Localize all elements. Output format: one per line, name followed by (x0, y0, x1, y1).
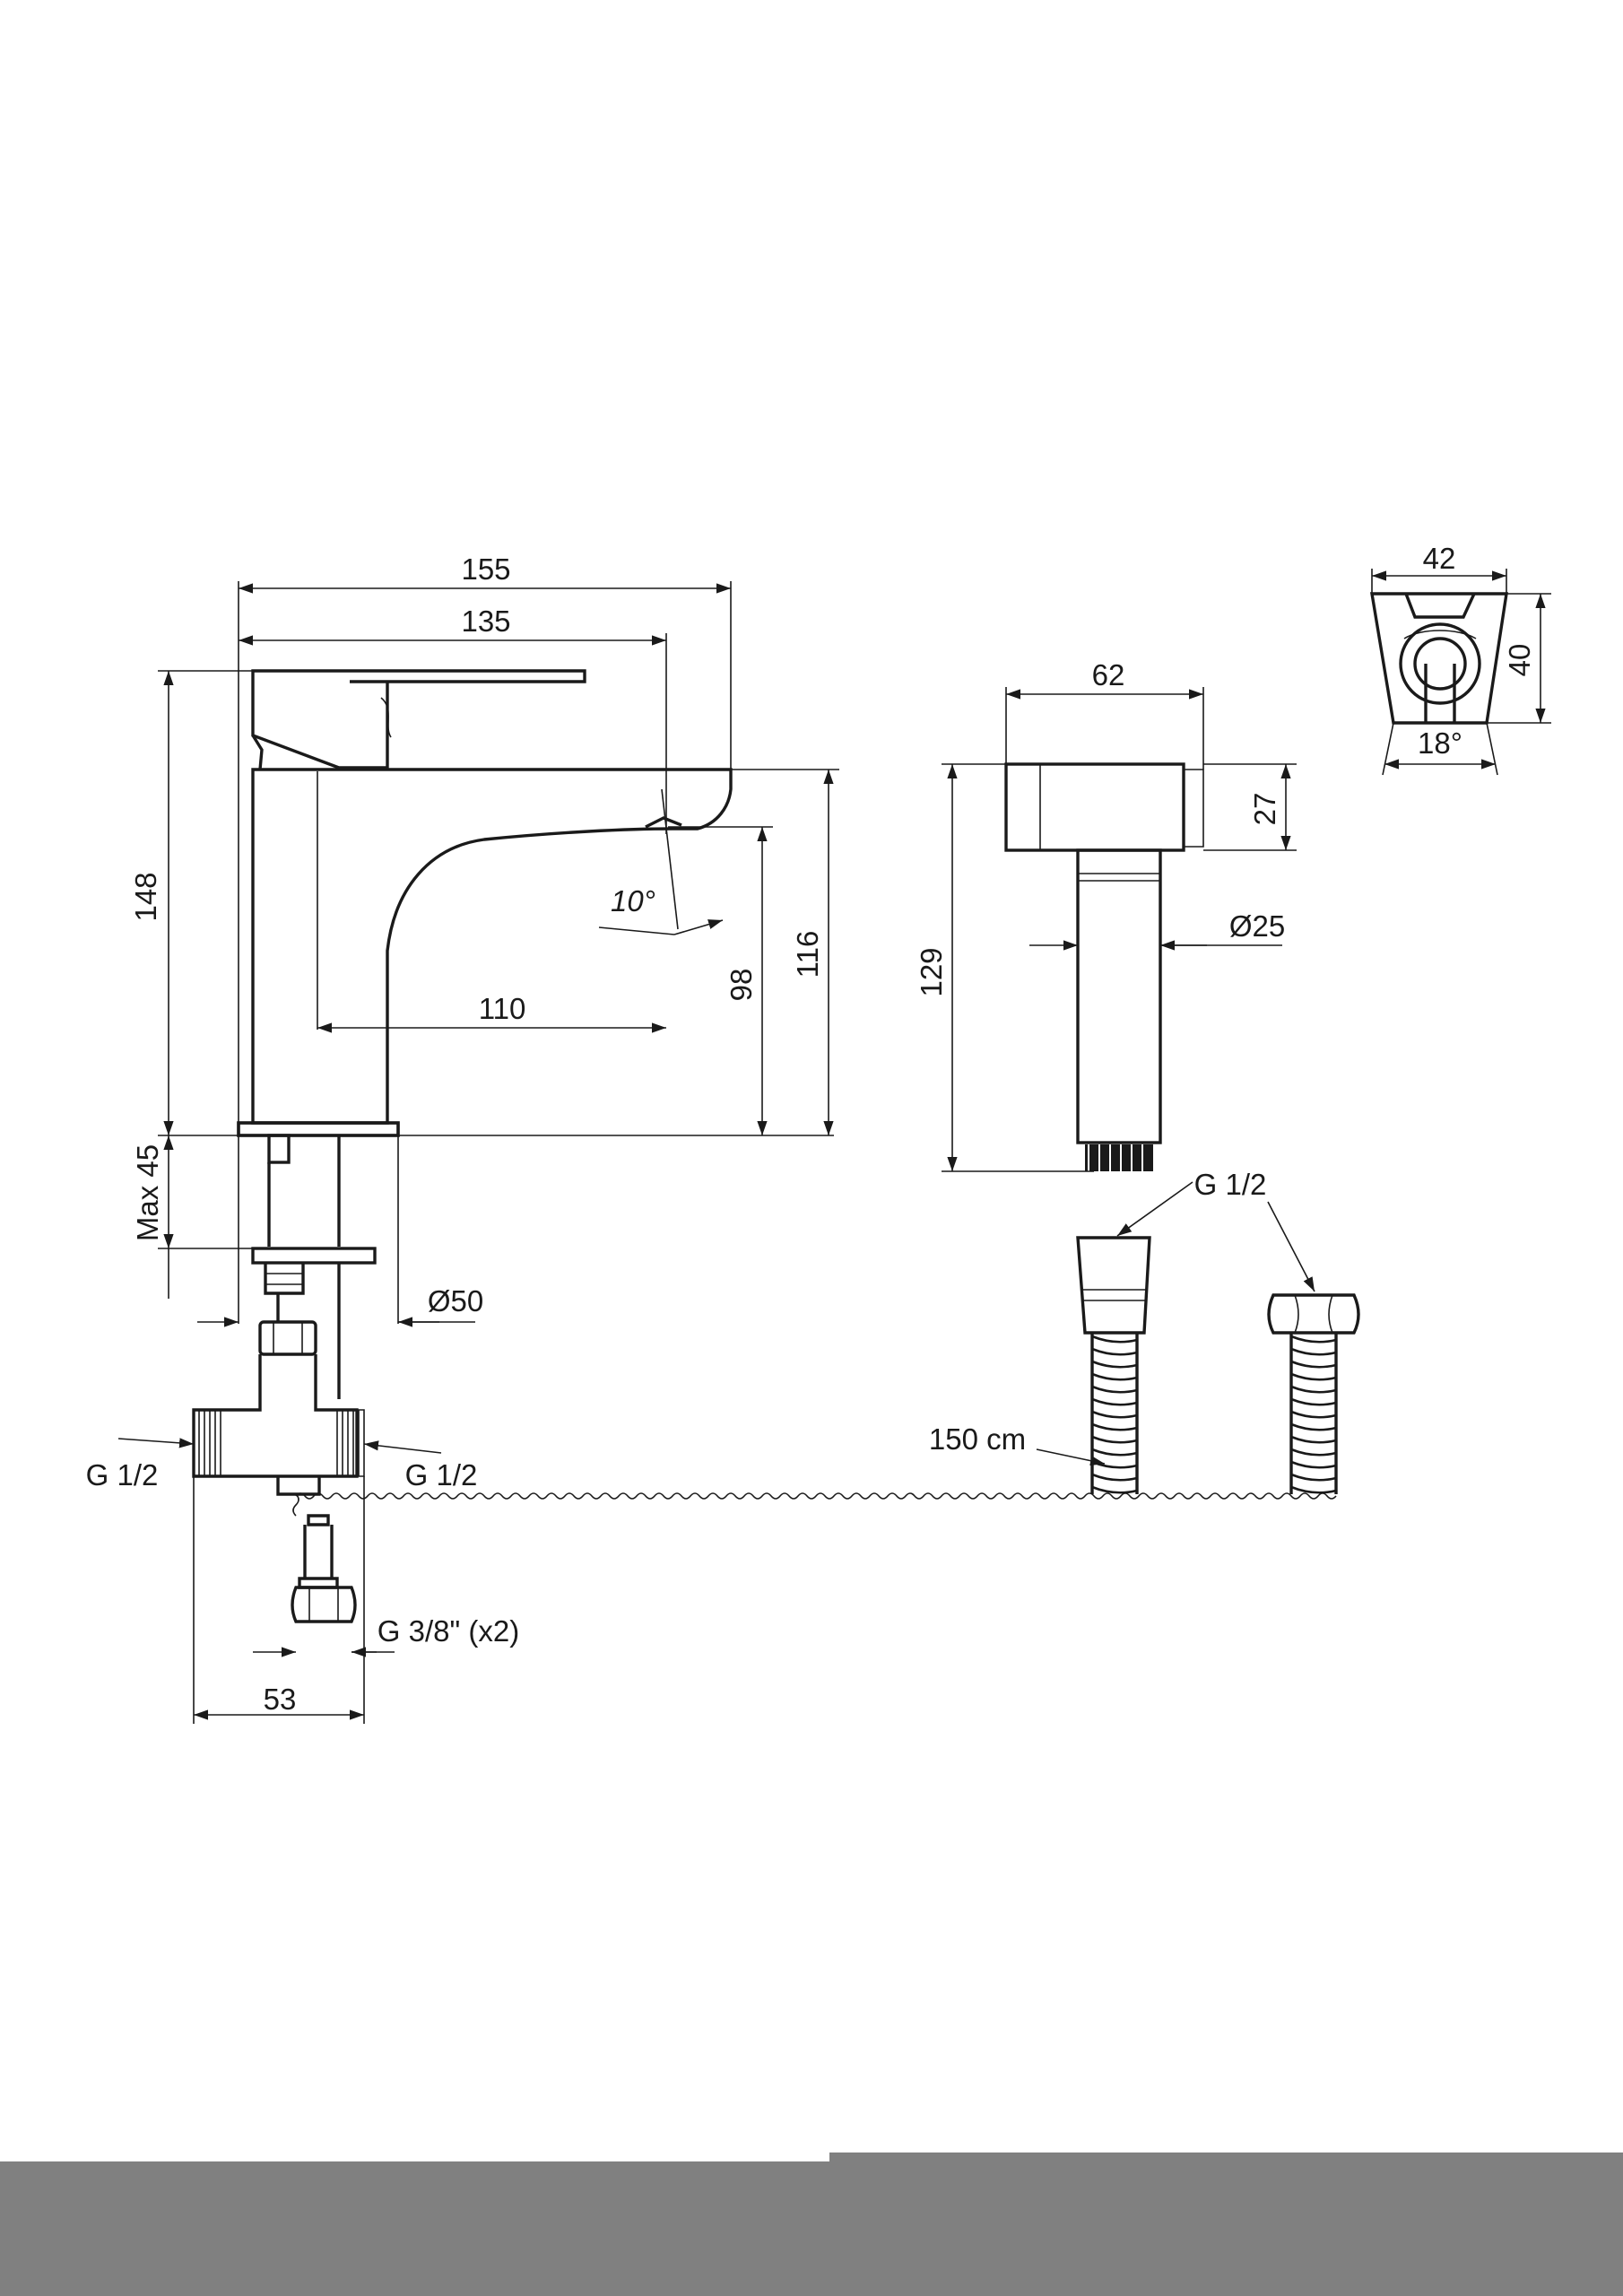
flexible-hose-2 (1267, 1293, 1360, 1494)
label-hose-length: 150 cm (929, 1422, 1026, 1456)
hose-coil-turn (1091, 1360, 1138, 1369)
hose-coil-turn (1091, 1448, 1138, 1457)
dim-135: 135 (461, 604, 510, 638)
hose-coil-turn (1091, 1422, 1138, 1431)
dim-148: 148 (129, 872, 162, 921)
dim-129: 129 (915, 947, 948, 996)
wall-holder-view (1369, 592, 1508, 725)
hose-coil-turn (1091, 1397, 1138, 1406)
footer-band-left (0, 2161, 829, 2296)
label-g-half-left: G 1/2 (86, 1458, 159, 1492)
hose-coil-turn (1091, 1410, 1138, 1419)
hose-coil-turn (1290, 1422, 1337, 1431)
dim-62: 62 (1092, 658, 1125, 691)
dim-10-deg: 10° (611, 884, 655, 918)
dim-42: 42 (1423, 542, 1456, 575)
hose-coil-turn (1091, 1372, 1138, 1381)
hand-shower-view (1004, 762, 1204, 1171)
dimension-labels: 155 135 62 42 40 18° 27 148 10° Ø25 129 … (86, 542, 1536, 1716)
dim-40: 40 (1503, 644, 1536, 677)
dim-diameter-50: Ø50 (428, 1284, 483, 1318)
hose-coil-turn (1091, 1485, 1138, 1494)
flexible-hose-1 (1076, 1236, 1151, 1494)
hose-coil-turn (1290, 1360, 1337, 1369)
label-g-half-hose: G 1/2 (1194, 1168, 1267, 1201)
hose-coil-turn (1290, 1410, 1337, 1419)
hose-coil-turn (1290, 1485, 1337, 1494)
label-g-three-eighths: G 3/8" (x2) (378, 1614, 519, 1648)
hose-coil-turn (1091, 1435, 1138, 1444)
dim-98: 98 (725, 969, 758, 1002)
hose-coil-turn (1091, 1347, 1138, 1356)
dim-110: 110 (479, 992, 526, 1025)
dim-116: 116 (791, 931, 824, 978)
hose-coil-turn (1290, 1372, 1337, 1381)
hose-coil-turn (1091, 1473, 1138, 1482)
hose-coil-turn (1091, 1335, 1138, 1344)
hose-coil-turn (1290, 1460, 1337, 1469)
hose-coil-turn (1290, 1435, 1337, 1444)
hose-coil-turn (1290, 1397, 1337, 1406)
faucet-side-view (192, 669, 733, 1623)
dim-53: 53 (264, 1683, 297, 1716)
label-g-half-right: G 1/2 (405, 1458, 478, 1492)
dim-155: 155 (461, 552, 510, 586)
dimension-lines (117, 569, 1551, 1724)
hose-coil-turn (1290, 1385, 1337, 1394)
dim-18-deg: 18° (1418, 726, 1462, 760)
hose-coil-turn (1290, 1448, 1337, 1457)
hose-coil-turn (1091, 1385, 1138, 1394)
hose-coil-turn (1290, 1347, 1337, 1356)
dim-diameter-25: Ø25 (1229, 909, 1285, 943)
hose-coil-turn (1290, 1335, 1337, 1344)
footer-band-right (829, 2152, 1623, 2296)
dim-max-45: Max 45 (131, 1144, 164, 1241)
dim-27: 27 (1248, 793, 1281, 826)
hose-coil-turn (1290, 1473, 1337, 1482)
